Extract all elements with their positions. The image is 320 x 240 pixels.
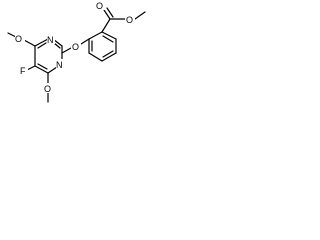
bond-pyr-n1-c6	[47, 66, 58, 74]
bond-pyr-c4-n3	[34, 38, 49, 47]
bond-bz-c2-c3	[101, 31, 117, 40]
label-bg-o-carbonyl	[96, 0, 105, 10]
bond-pyr-c4-n3-double	[37, 42, 47, 49]
atom-label-o-carbonyl: O	[96, 1, 103, 11]
atom-label-o-methoxy-top: O	[15, 34, 22, 44]
atom-label-n-upper: N	[47, 35, 54, 45]
atom-label-fluorine: F	[20, 66, 26, 76]
label-bg-n-upper	[47, 34, 55, 44]
bond-pyr-c6-c5	[34, 65, 49, 74]
bond-bz-c5-c6	[88, 52, 103, 62]
chemical-structure: O O O O N N F O	[7, 0, 146, 103]
label-bg-o-methoxy-top	[15, 33, 25, 43]
label-bg-fluorine	[20, 65, 28, 75]
bond-bz-c2-c3-double	[102, 35, 114, 43]
atom-labels: O O O O N N F O	[15, 0, 135, 94]
bond-pyr-c6-c5-double	[37, 63, 48, 70]
atom-label-o-ether: O	[72, 42, 79, 52]
bond-carbonyl-c-o	[103, 9, 111, 20]
bond-c4-o-methoxy-top	[23, 39, 36, 47]
bond-bz-c4-c5-double	[102, 50, 114, 58]
bond-bz-c1-c2	[88, 31, 103, 40]
bond-o-ether-benzene	[80, 38, 90, 45]
bond-c2-o-ether	[61, 47, 72, 54]
bond-ester-o-methyl	[134, 11, 146, 20]
bond-bz-c4-c5	[101, 52, 117, 62]
label-bg-o-ester	[125, 14, 135, 24]
bond-c5-f	[26, 65, 36, 71]
atom-label-o-methoxy-bottom: O	[44, 84, 51, 94]
label-bg-o-ether	[71, 41, 81, 51]
bonds	[7, 7, 146, 103]
label-bg-o-methoxy-bottom	[43, 83, 53, 93]
label-bg-n-lower	[56, 59, 64, 69]
bond-bz-ester-carbon	[101, 18, 111, 33]
bond-carbonyl-c-o-double	[106, 7, 114, 18]
atom-label-n-lower: N	[56, 60, 63, 70]
atom-label-o-ester: O	[126, 15, 133, 25]
